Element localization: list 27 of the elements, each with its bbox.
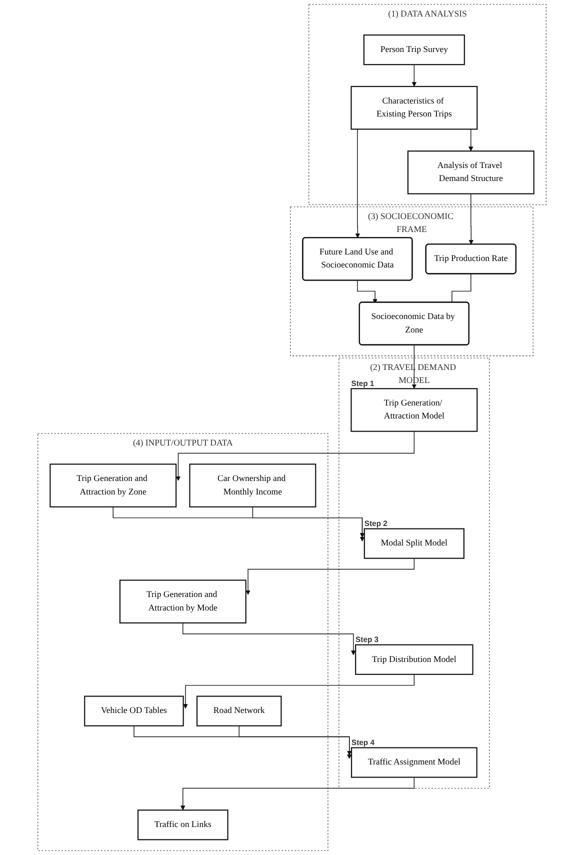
node-box: Analysis of Travel Demand Structure (407, 150, 534, 194)
arrow (182, 622, 356, 656)
arrow (134, 725, 352, 759)
node-box: Car Ownership and Monthly Income (189, 464, 316, 508)
node-box: Trip Generation and Attraction by Mode (119, 580, 246, 624)
arrow (412, 344, 417, 389)
arrow (183, 674, 415, 709)
arrow (112, 506, 365, 542)
connector (452, 274, 472, 303)
arrow (180, 776, 415, 810)
node-box: Modal Split Model (364, 528, 464, 559)
node-box: Person Trip Survey (363, 34, 465, 66)
node-box: Trip Generation and Attraction by Zone (50, 464, 177, 508)
node-box: Vehicle OD Tables (84, 696, 184, 726)
node-box: Traffic Assignment Model (350, 747, 478, 778)
arrow (468, 193, 474, 245)
arrow (357, 280, 378, 304)
node-box: Characteristics of Existing Person Trips (350, 86, 478, 130)
arrow (238, 725, 352, 756)
arrow (252, 506, 365, 538)
node-box: Trip Generation/ Attraction Model (350, 388, 478, 432)
node-box: Traffic on Links (137, 810, 228, 840)
node-box: Trip Distribution Model (355, 644, 474, 675)
node-box: Road Network (196, 696, 282, 726)
arrow (412, 64, 417, 87)
arrow (176, 430, 415, 481)
arrow (246, 558, 415, 595)
